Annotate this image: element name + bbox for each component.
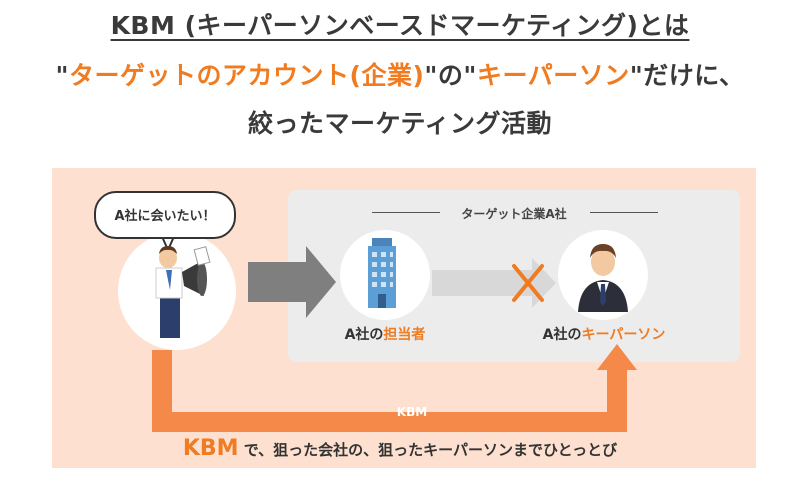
headline-title: KBM (キーパーソンベースドマーケティング)とは (110, 11, 690, 40)
office-building-icon (368, 238, 396, 308)
keyperson-label-highlight: キーパーソン (581, 327, 666, 343)
light-arrow (432, 258, 556, 308)
gray-arrow (248, 246, 336, 318)
target-label-line-left (372, 212, 440, 213)
target-company-label: ターゲット企業A社 (461, 207, 567, 221)
speech-bubble-text: A社に会いたい！ (114, 209, 216, 224)
contact-label-highlight: 担当者 (383, 327, 426, 343)
headline-target-account: ターゲットのアカウント(企業) (69, 61, 425, 90)
speech-bubble (94, 191, 236, 239)
cross-mark-icon (512, 264, 544, 302)
route-label: KBM (396, 405, 428, 419)
target-label-line-right (590, 212, 658, 213)
headline-keyperson: キーパーソン (476, 61, 630, 90)
contact-label-prefix: A社の (344, 327, 384, 343)
headline-line-1: KBM (キーパーソンベースドマーケティング)とは (0, 6, 800, 42)
contact-label: A社の担当者 (320, 324, 450, 344)
megaphone-person-icon (155, 246, 211, 338)
kbm-route-arrowhead (597, 344, 637, 370)
keyperson-label: A社のキーパーソン (530, 324, 678, 344)
headline-of: "の" (424, 61, 477, 90)
kbm-route-arrow (152, 350, 627, 432)
headline-only: "だけに、 (629, 61, 745, 90)
footer-kbm: KBM (182, 436, 239, 461)
businessman-icon (578, 244, 628, 312)
footer-caption: KBM で、狙った会社の、狙ったキーパーソンまでひとっとび (0, 436, 800, 461)
footer-text: で、狙った会社の、狙ったキーパーソンまでひとっとび (238, 441, 618, 459)
quote-open: " (55, 61, 70, 90)
keyperson-label-prefix: A社の (542, 327, 582, 343)
headline-line-3: 絞ったマーケティング活動 (247, 109, 552, 138)
headline-line-2: "ターゲットのアカウント(企業)"の"キーパーソン"だけに、 (0, 56, 800, 92)
